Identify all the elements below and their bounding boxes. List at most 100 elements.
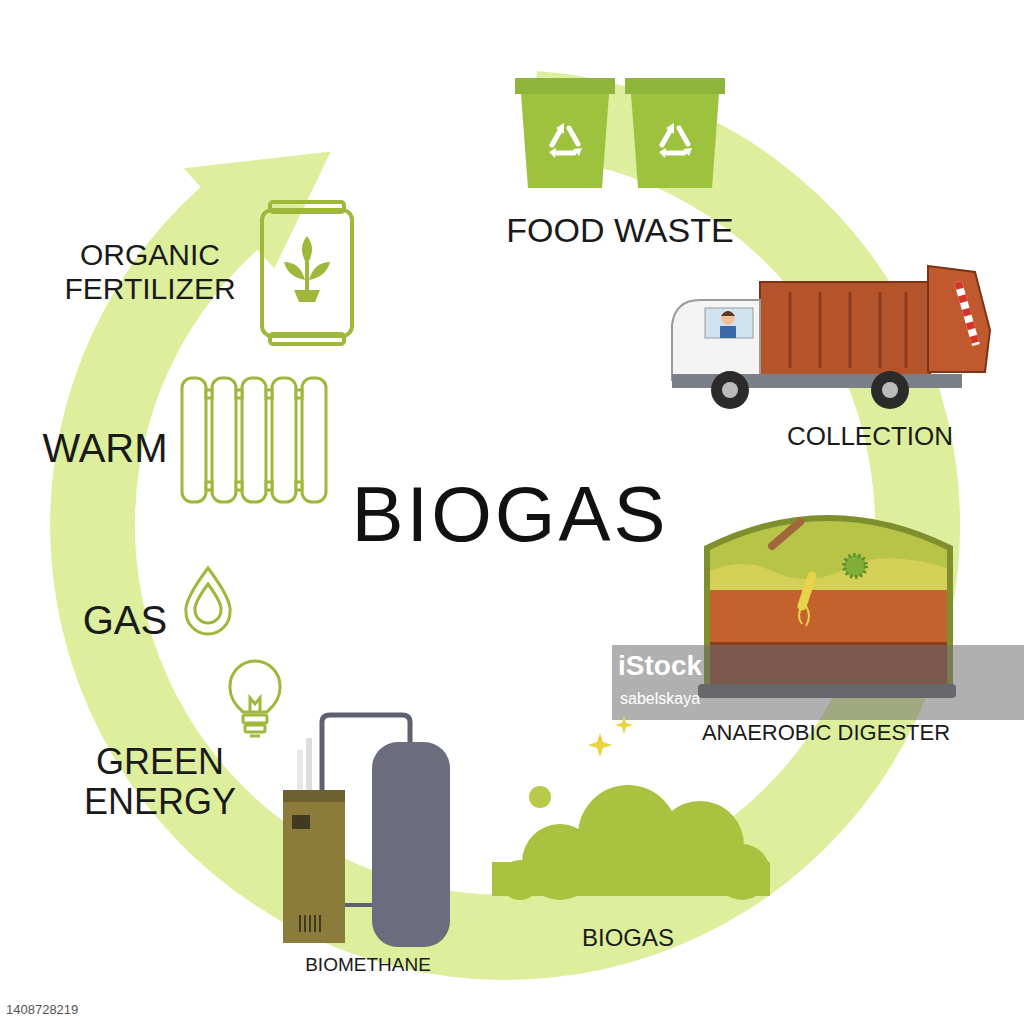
garbage-truck [905,292,908,368]
recycling-bins [515,78,725,188]
bulb-icon [243,715,267,723]
radiator-icon [206,390,212,398]
recycling-bins [625,78,725,94]
recycling-bins [515,78,615,94]
digester-tank [844,555,866,577]
biomethane-tanks [304,915,306,932]
stage-name: BIOGAS [582,925,674,952]
recycling-bins [659,123,692,158]
garbage-truck [721,311,735,325]
digester-tank [802,576,812,606]
garbage-truck [721,311,735,316]
biomethane-tanks [283,715,450,947]
flame-drop-icon [186,568,230,634]
stage-label: FOOD WASTE [506,211,733,249]
recycling-bins [521,94,609,188]
image-id: 1408728219 [6,1003,78,1017]
garbage-truck [871,371,909,409]
digester-tank [772,522,800,546]
radiator-icon [266,482,272,490]
garbage-truck [958,282,976,345]
fertilizer-bag-icon [262,210,352,336]
garbage-truck [705,308,753,338]
biogas-cloud [615,716,633,734]
biomethane-tanks [297,750,303,792]
radiator-icon [296,482,302,490]
radiator-icon [272,378,296,502]
stage-name: COLLECTION [787,422,953,451]
watermark-credit: sabelskaya [620,690,700,708]
garbage-truck [711,371,749,409]
fertilizer-bag-icon [305,262,309,290]
garbage-truck [672,300,760,380]
bulb-icon [250,698,260,712]
radiator-icon [236,482,242,490]
garbage-truck [790,292,906,368]
biomethane-tanks [283,790,345,802]
fertilizer-bag-icon [302,236,312,265]
biomethane-tanks [292,815,310,829]
biogas-cloud [500,860,540,900]
fertilizer-bag-icon [262,202,352,344]
garbage-truck [720,326,736,338]
watermark-logo: iStock [618,651,702,682]
fertilizer-bag-icon [262,202,352,344]
biogas-cloud [529,786,551,808]
biomethane-tanks [345,903,372,907]
bulb-icon [230,661,280,736]
stage-label: BIOMETHANE [305,954,431,975]
biomethane-tanks [309,915,311,932]
stage-name: WARM [42,426,167,471]
recycling-bins [549,123,582,158]
stage-name: ANAEROBIC DIGESTER [702,721,950,746]
biomethane-tanks [283,795,345,943]
fertilizer-bag-icon [284,236,330,302]
garbage-truck [958,282,976,345]
stage-label: ORGANIC FERTILIZER [45,238,255,305]
radiator-icon [296,390,302,398]
biomethane-tanks [372,742,450,947]
biomethane-tanks [299,915,301,932]
garbage-truck [760,282,930,377]
biomethane-tanks [300,915,320,932]
radiator-icon [182,378,326,502]
stage-name: BIOMETHANE [305,954,431,975]
radiator-icon [206,482,212,490]
biogas-cloud [492,785,770,900]
radiator-icon [302,378,326,502]
radiator-icon [266,390,272,398]
garbage-truck [722,382,738,398]
radiator-icon [182,378,206,502]
recycling-bins [631,94,719,188]
stage-label: BIOGAS [582,925,674,952]
stage-name: GREEN ENERGY [70,742,250,823]
fertilizer-bag-icon [270,202,344,212]
garbage-truck [672,266,990,409]
fertilizer-bag-icon [284,262,305,280]
cycle-arrow [50,71,960,980]
fertilizer-bag-icon [294,290,320,302]
radiator-icon [242,378,266,502]
radiator-icon [212,378,236,502]
stage-name: FOOD WASTE [506,211,733,249]
diagram-title: BIOGAS [351,472,668,558]
stage-label: COLLECTION [787,422,953,451]
biomethane-tanks [306,738,312,792]
garbage-truck [928,266,990,372]
stage-label: GAS [83,598,167,643]
flame-drop-icon [186,568,230,634]
flame-drop-icon [195,584,221,623]
stage-label: WARM [42,426,167,471]
digester-tank [799,606,809,626]
bulb-icon [230,661,280,712]
garbage-truck [849,292,852,368]
garbage-truck [819,292,822,368]
garbage-truck [879,292,882,368]
stage-label: GREEN ENERGY [70,742,250,823]
biogas-cloud [588,733,612,757]
bulb-icon [250,735,260,738]
fertilizer-bag-icon [270,334,344,344]
bulb-icon [245,725,265,732]
digester-tank [700,590,960,642]
